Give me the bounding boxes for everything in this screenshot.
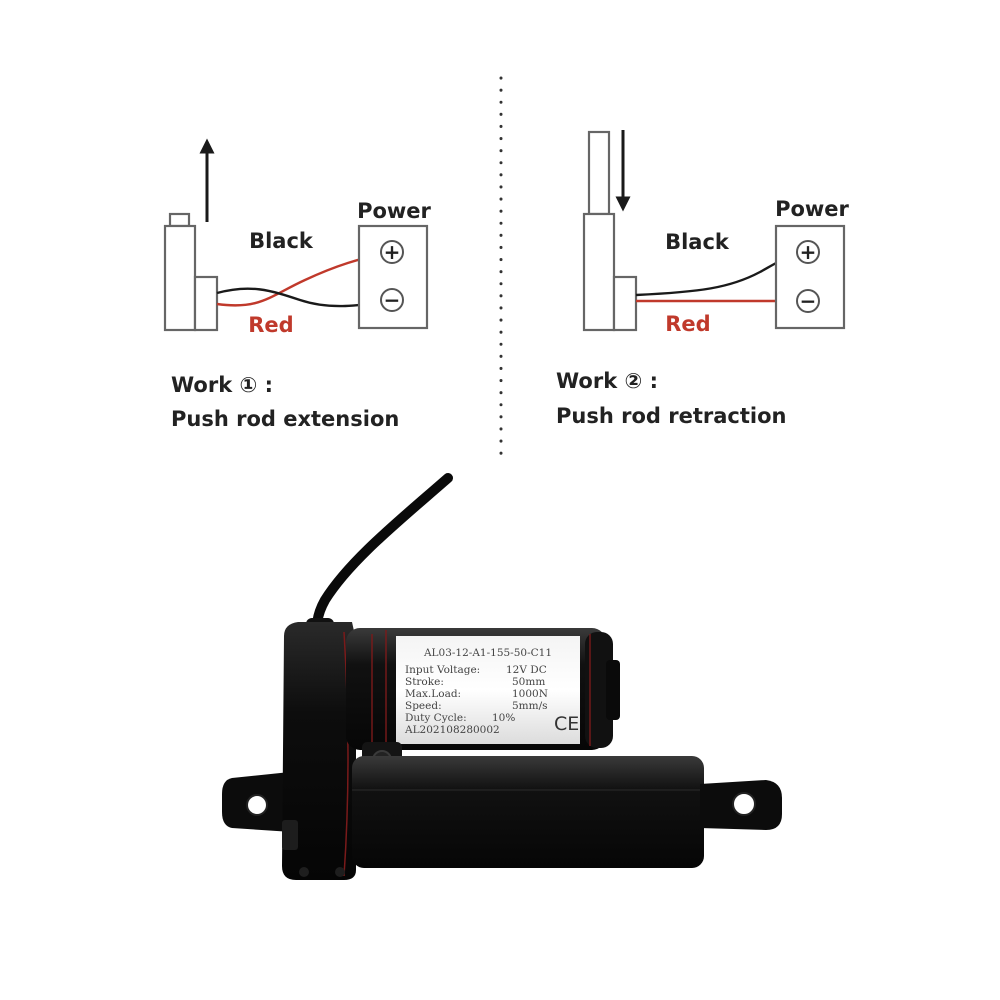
spec-label-sticker [396, 636, 580, 744]
actuator-outline [582, 130, 638, 332]
spec-value: 50mm [512, 676, 545, 688]
plus-symbol: + [384, 240, 401, 264]
left-panel: + − Power Black Red [163, 138, 432, 337]
serial-number: AL202108280002 [404, 724, 500, 736]
minus-terminal-icon [380, 288, 404, 312]
red-wire-label: Red [665, 312, 710, 336]
power-label: Power [775, 197, 849, 221]
spec-value: 5mm/s [512, 700, 548, 712]
spec-value: 1000N [512, 688, 548, 700]
left-work-description: Push rod extension [171, 407, 400, 431]
spec-key: Duty Cycle: [405, 712, 467, 724]
actuator-outline [163, 212, 219, 332]
power-cable [311, 473, 453, 645]
minus-terminal-icon [796, 289, 820, 313]
spec-value: 12V DC [506, 664, 547, 676]
spec-value: 10% [492, 712, 515, 724]
minus-symbol: − [800, 289, 817, 313]
plus-symbol: + [800, 240, 817, 264]
power-label: Power [357, 199, 431, 223]
spec-key: Stroke: [405, 676, 444, 688]
plus-terminal-icon [380, 240, 404, 264]
ce-mark: CE [554, 713, 579, 735]
linear-actuator-image: AL03-12-A1-155-50-C11 Input Voltage: 12V… [222, 473, 782, 880]
right-work-label: Work ② : [556, 369, 658, 393]
left-work-label: Work ① : [171, 373, 273, 397]
right-panel: + − Power Black Red [582, 130, 850, 336]
spec-key: Speed: [405, 700, 442, 712]
plus-terminal-icon [796, 240, 820, 264]
right-work-description: Push rod retraction [556, 404, 787, 428]
spec-key: Max.Load: [405, 688, 461, 700]
black-wire-label: Black [665, 230, 730, 254]
spec-rows: Input Voltage: 12V DC Stroke: 50mm Max.L… [405, 664, 548, 724]
minus-symbol: − [384, 288, 401, 312]
black-wire-label: Black [249, 229, 314, 253]
red-wire-label: Red [248, 313, 293, 337]
model-number: AL03-12-A1-155-50-C11 [423, 647, 552, 659]
spec-key: Input Voltage: [405, 664, 480, 676]
